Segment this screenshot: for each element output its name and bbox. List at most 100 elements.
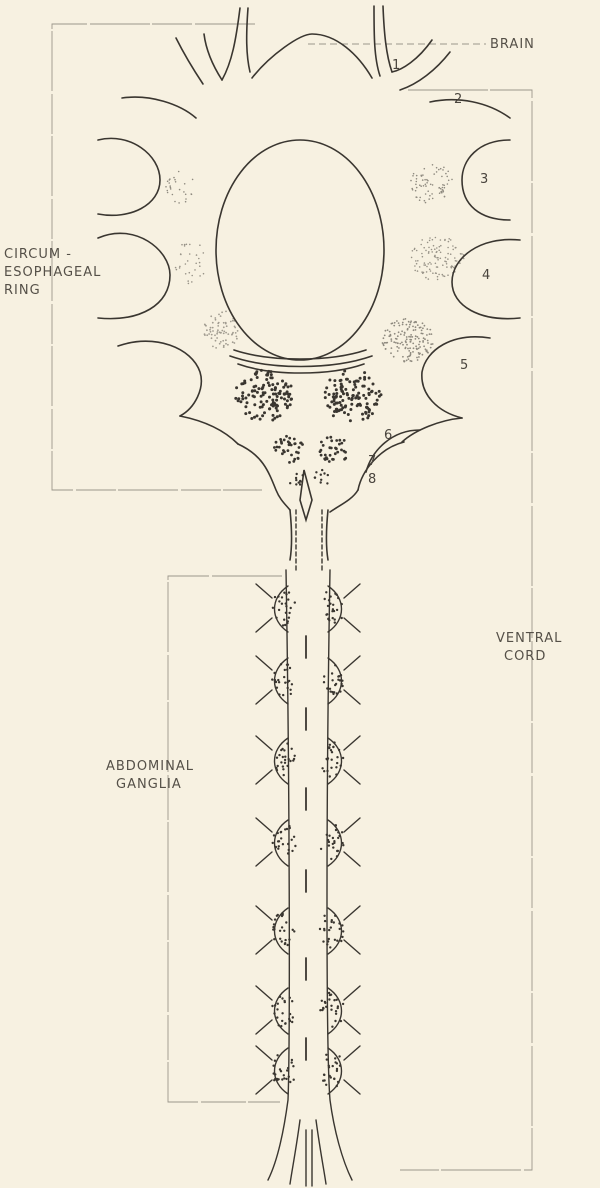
- stipple-dot: [424, 179, 426, 181]
- stipple-dot: [204, 324, 206, 326]
- stipple-dot: [320, 441, 323, 444]
- stipple-dot: [175, 181, 177, 183]
- stipple-dot: [429, 237, 431, 239]
- stipple-dot: [288, 938, 290, 940]
- stipple-dot: [281, 1012, 283, 1014]
- stipple-dot: [371, 412, 374, 415]
- stipple-dot: [217, 325, 219, 327]
- stipple-dot: [397, 350, 399, 352]
- stipple-dot: [279, 390, 282, 393]
- stipple-dot: [330, 994, 332, 996]
- stipple-dot: [424, 262, 426, 264]
- stipple-dot: [320, 481, 322, 483]
- brain-root-right-outer: [383, 6, 392, 72]
- stipple-dot: [329, 946, 331, 948]
- stipple-dot: [401, 330, 403, 332]
- stipple-dot: [435, 256, 437, 258]
- stipple-dot: [412, 326, 414, 328]
- stipple-dot: [326, 943, 328, 945]
- stipple-dot: [424, 200, 426, 202]
- stipple-dot: [284, 762, 286, 764]
- stipple-dot: [315, 471, 317, 473]
- stipple-dot: [424, 338, 426, 340]
- stipple-dot: [431, 249, 433, 251]
- stipple-dot: [361, 413, 364, 416]
- stipple-dot: [384, 342, 386, 344]
- stipple-dot: [387, 329, 389, 331]
- stipple-dot: [406, 344, 408, 346]
- stipple-dot: [393, 325, 395, 327]
- stipple-dot: [406, 324, 408, 326]
- stipple-dot: [335, 396, 338, 399]
- stipple-dot: [320, 474, 322, 476]
- stipple-dot: [334, 452, 337, 455]
- stipple-dot: [276, 687, 278, 689]
- stipple-dot: [447, 274, 449, 276]
- stipple-dot: [215, 340, 217, 342]
- stipple-dot: [432, 272, 434, 274]
- stipple-dot: [329, 436, 332, 439]
- stipple-dot: [335, 388, 338, 391]
- left-nerve-2: [98, 138, 160, 215]
- stipple-dot: [172, 194, 174, 196]
- stipple-dot: [221, 311, 223, 313]
- stipple-dot: [342, 930, 344, 932]
- number-5: 5: [460, 358, 468, 373]
- stipple-dot: [286, 765, 288, 767]
- stipple-dot: [271, 383, 274, 386]
- stipple-dot: [210, 331, 212, 333]
- stipple-dot: [219, 343, 221, 345]
- stipple-dot: [206, 329, 208, 331]
- stipple-dot: [339, 1065, 341, 1067]
- stipple-dot: [331, 759, 333, 761]
- stipple-dot: [340, 1020, 342, 1022]
- stipple-dot: [323, 675, 325, 677]
- stipple-dot: [206, 334, 208, 336]
- stipple-dot: [274, 1060, 276, 1062]
- stipple-dot: [323, 770, 325, 772]
- stipple-dot: [294, 601, 296, 603]
- stipple-dot: [274, 918, 276, 920]
- stipple-dot: [230, 321, 232, 323]
- stipple-dot: [176, 269, 178, 271]
- stipple-dot: [371, 390, 374, 393]
- stipple-dot: [325, 1084, 327, 1086]
- stipple-dot: [442, 169, 444, 171]
- number-6: 6: [384, 428, 392, 443]
- stipple-dot: [293, 930, 295, 932]
- stipple-dot: [429, 333, 431, 335]
- stipple-dot: [282, 765, 284, 767]
- stipple-dot: [429, 262, 431, 264]
- stipple-dot: [376, 399, 379, 402]
- stipple-dot: [278, 446, 281, 449]
- stipple-dot: [191, 281, 193, 283]
- stipple-dot: [367, 388, 370, 391]
- stipple-dot: [323, 1074, 325, 1076]
- stipple-dot: [425, 193, 427, 195]
- number-7: 7: [368, 454, 376, 469]
- stipple-dot: [429, 269, 431, 271]
- ring-bracket: [52, 24, 262, 490]
- brain-label: BRAIN: [490, 36, 535, 53]
- stipple-dot: [390, 352, 392, 354]
- stipple-dot: [454, 257, 456, 259]
- stipple-dot: [257, 387, 260, 390]
- stipple-dot: [268, 396, 271, 399]
- stipple-dot: [335, 824, 337, 826]
- stipple-dot: [291, 748, 293, 750]
- stipple-dot: [440, 252, 442, 254]
- stipple-dot: [375, 403, 378, 406]
- stipple-dot: [418, 356, 420, 358]
- stipple-dot: [412, 351, 414, 353]
- stipple-dot: [410, 180, 412, 182]
- stipple-dot: [322, 1007, 324, 1009]
- stipple-dot: [366, 402, 369, 405]
- stipple-dot: [420, 175, 422, 177]
- stipple-dot: [331, 919, 333, 921]
- stipple-dot: [339, 928, 341, 930]
- stipple-dot: [335, 439, 338, 442]
- stipple-dot: [425, 184, 427, 186]
- stipple-dot: [372, 383, 375, 386]
- abdominal-ganglion: [256, 584, 360, 658]
- stipple-dot: [409, 347, 411, 349]
